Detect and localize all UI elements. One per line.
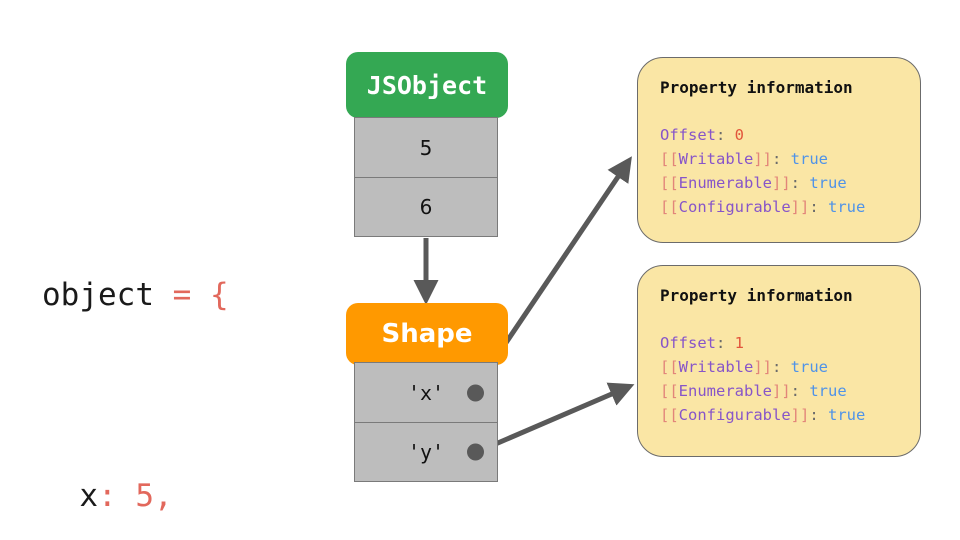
property-row: [[Writable]]: true [660,355,898,379]
property-bracket-close: ]] [772,174,791,192]
property-value: true [828,406,866,424]
property-colon: : [716,126,735,144]
property-key: Writable [678,358,754,376]
property-bracket-close: ]] [753,358,772,376]
property-key: Offset [660,334,716,352]
property-value: 0 [734,126,745,144]
property-key: Enumerable [678,382,772,400]
property-value: true [809,174,847,192]
property-key: Enumerable [678,174,772,192]
property-card-rows-2: Offset: 1[[Writable]]: true[[Enumerable]… [660,331,898,427]
property-bracket-open: [[ [660,198,679,216]
property-colon: : [809,406,828,424]
shape-header: Shape [346,303,508,365]
property-value: true [828,198,866,216]
property-key: Offset [660,126,716,144]
property-information-card-2: Property information Offset: 1[[Writable… [637,265,921,457]
jsobject-slot-value: 5 [419,135,433,160]
shape-slot-0-anchor-dot [467,384,484,401]
property-bracket-close: ]] [790,406,810,424]
property-value: 1 [734,334,745,352]
property-colon: : [716,334,735,352]
property-information-card-1: Property information Offset: 0[[Writable… [637,57,921,243]
property-card-title: Property information [660,286,853,305]
property-value: true [790,358,828,376]
shape-slot-key: 'y' [407,440,445,464]
jsobject-slot-table: 5 6 [354,117,498,237]
property-colon: : [809,198,828,216]
property-bracket-open: [[ [660,174,679,192]
property-bracket-open: [[ [660,358,679,376]
code-line: object = { [42,262,229,329]
code-line: x: 5, [42,463,229,530]
property-value: true [790,150,828,168]
shape-slot-key: 'x' [407,380,445,405]
code-token: x [42,478,98,514]
property-colon: : [772,358,791,376]
property-bracket-close: ]] [772,382,791,400]
shape-slot-0: 'x' [355,363,497,422]
property-row: Offset: 1 [660,331,898,355]
property-value: true [809,382,847,400]
code-token: = [172,277,210,313]
object-literal-code: object = { x: 5, y: 6, }; [42,128,229,540]
property-bracket-open: [[ [660,150,679,168]
property-row: [[Enumerable]]: true [660,171,898,195]
property-bracket-open: [[ [660,382,679,400]
property-bracket-open: [[ [660,406,679,424]
shape-slot-table: 'x' 'y' [354,362,498,482]
code-token: { [209,277,229,313]
property-bracket-close: ]] [790,198,810,216]
code-token: object [42,277,173,313]
code-token: 5 [135,478,154,514]
jsobject-slot-1: 6 [355,177,497,236]
property-colon: : [790,174,810,192]
property-row: [[Configurable]]: true [660,403,898,427]
code-token: , [154,478,173,514]
property-colon: : [790,382,810,400]
jsobject-slot-value: 6 [419,195,433,219]
jsobject-header: JSObject [346,52,508,118]
shape-slot-1: 'y' [355,422,497,481]
property-bracket-close: ]] [753,150,772,168]
shape-title: Shape [381,319,473,349]
property-row: [[Configurable]]: true [660,195,898,219]
jsobject-title: JSObject [366,70,488,100]
property-row: [[Writable]]: true [660,147,898,171]
shape-slot-1-anchor-dot [467,443,484,461]
jsobject-slot-0: 5 [355,118,497,177]
property-row: [[Enumerable]]: true [660,379,898,403]
property-card-title: Property information [660,78,853,97]
property-key: Writable [678,150,754,168]
property-card-rows-1: Offset: 0[[Writable]]: true[[Enumerable]… [660,123,898,219]
property-colon: : [772,150,791,168]
property-key: Configurable [678,198,791,216]
property-row: Offset: 0 [660,123,898,147]
property-key: Configurable [678,406,791,424]
code-token: : [98,478,136,514]
